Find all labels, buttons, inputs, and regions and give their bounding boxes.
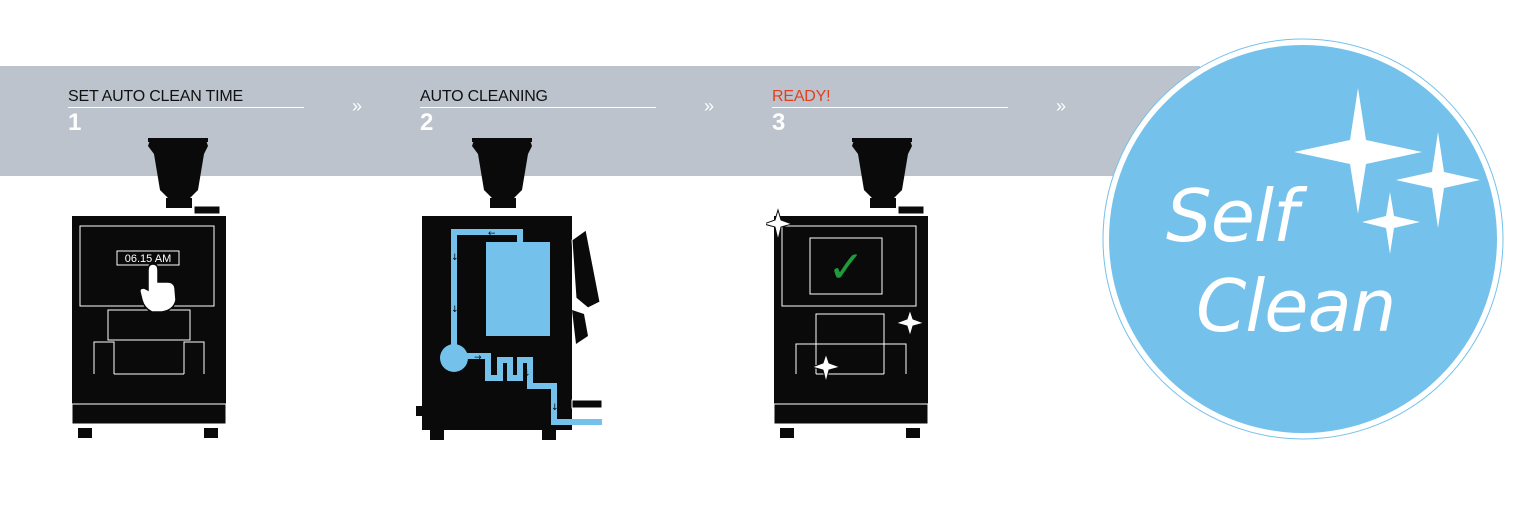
coffee-machine-front-step-3: ✓ bbox=[766, 138, 929, 438]
chevron-right-icon: » bbox=[352, 96, 363, 116]
chevron-right-icon: » bbox=[1056, 96, 1067, 116]
sparkle-icon bbox=[766, 208, 794, 241]
badge-line-1: Self bbox=[1166, 174, 1298, 258]
svg-text:←: ← bbox=[488, 229, 496, 239]
pointing-hand-icon bbox=[139, 263, 177, 313]
step-2-title: AUTO CLEANING bbox=[420, 88, 656, 108]
svg-text:↓: ↓ bbox=[551, 403, 559, 413]
step-3-title: READY! bbox=[772, 88, 1008, 108]
sparkle-icon bbox=[810, 352, 842, 383]
step-3-number: 3 bbox=[772, 109, 786, 136]
svg-text:↓: ↓ bbox=[451, 305, 459, 315]
sparkle-icon bbox=[1294, 88, 1422, 214]
sparkle-icon bbox=[1396, 132, 1480, 228]
step-2-number: 2 bbox=[420, 109, 434, 136]
step-2-header: AUTO CLEANING 2 bbox=[420, 88, 656, 136]
flow-arrow-icon: ← ↓ ↓ → ↓ ↓ bbox=[451, 229, 559, 413]
badge-line-2: Clean bbox=[1196, 264, 1396, 348]
step-1-header: SET AUTO CLEAN TIME 1 bbox=[68, 88, 304, 136]
chevron-right-icon: » bbox=[704, 96, 715, 116]
svg-text:↓: ↓ bbox=[451, 253, 459, 263]
sparkle-icon bbox=[1362, 192, 1420, 254]
display-time: 06.15 AM bbox=[125, 253, 171, 265]
step-1-title: SET AUTO CLEAN TIME bbox=[68, 88, 304, 108]
step-3-header: READY! 3 bbox=[772, 88, 1008, 136]
sparkle-icon bbox=[894, 308, 926, 338]
svg-text:→: → bbox=[474, 353, 482, 363]
coffee-machine-front-step-1: 06.15 AM bbox=[71, 138, 227, 438]
svg-text:↓: ↓ bbox=[523, 369, 531, 379]
step-1-number: 1 bbox=[68, 109, 82, 136]
coffee-machine-side-step-2: ← ↓ ↓ → ↓ ↓ bbox=[416, 138, 603, 440]
checkmark-icon: ✓ bbox=[828, 242, 865, 293]
